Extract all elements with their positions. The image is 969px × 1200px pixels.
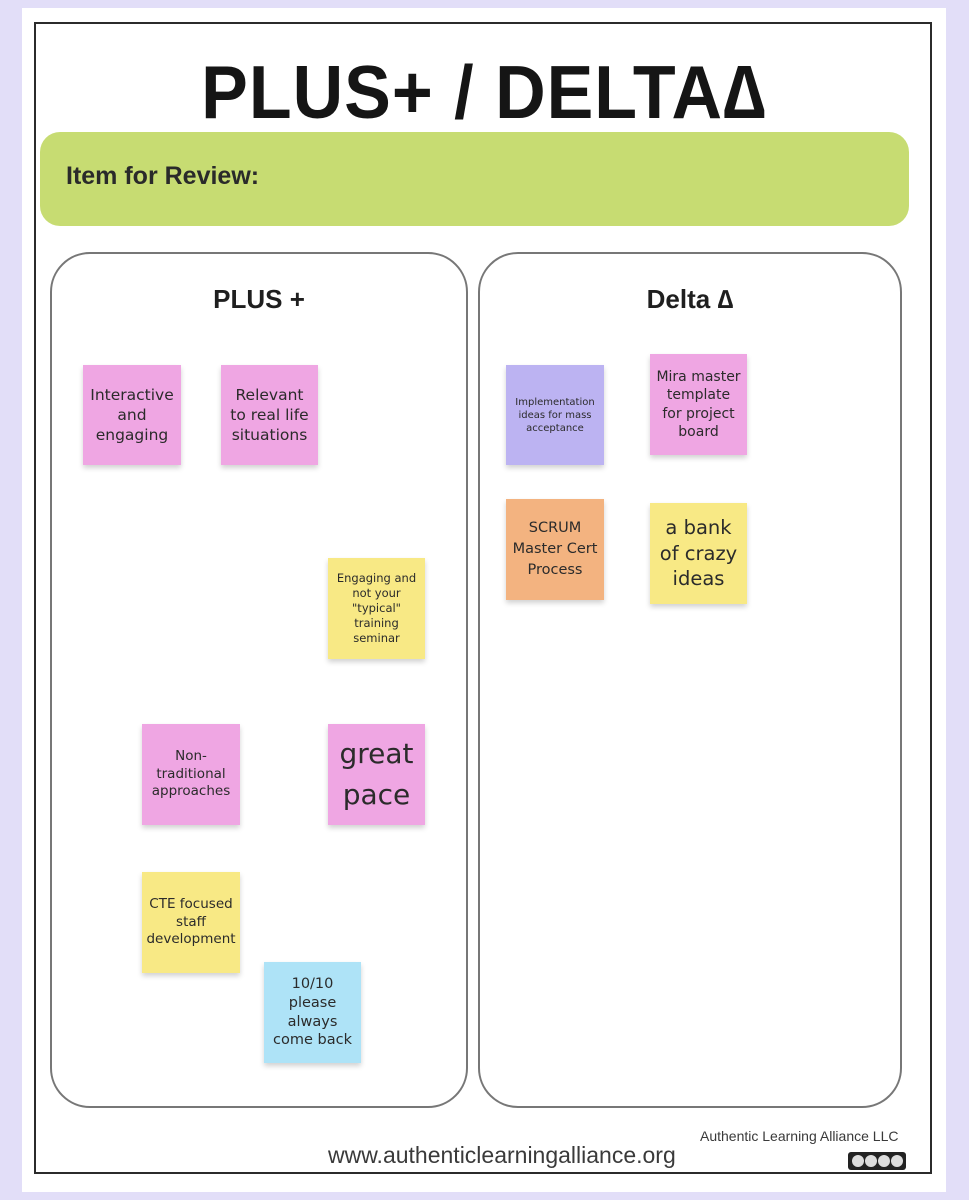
delta-column: Delta ∆ xyxy=(478,252,902,1108)
worksheet: PLUS+ / DELTA∆ Item for Review: PLUS + D… xyxy=(22,8,946,1192)
sticky-note[interactable]: Mira master template for project board xyxy=(650,354,747,455)
plus-heading: PLUS + xyxy=(213,284,305,314)
footer-org: Authentic Learning Alliance LLC xyxy=(700,1128,899,1144)
plus-column: PLUS + xyxy=(50,252,468,1108)
review-bar: Item for Review: xyxy=(40,132,909,226)
creative-commons-icon xyxy=(848,1152,906,1170)
page-title: PLUS+ / DELTA∆ xyxy=(201,49,767,135)
review-label: Item for Review: xyxy=(66,162,260,190)
sticky-note[interactable]: Interactive and engaging xyxy=(83,365,181,465)
sticky-note[interactable]: Engaging and not your "typical" training… xyxy=(328,558,425,659)
footer-url[interactable]: www.authenticlearningalliance.org xyxy=(328,1142,676,1168)
sticky-note[interactable]: Non-traditional approaches xyxy=(142,724,240,825)
sticky-note[interactable]: CTE focused staff development xyxy=(142,872,240,973)
sticky-note[interactable]: 10/10 please always come back xyxy=(264,962,361,1063)
sticky-note[interactable]: a bank of crazy ideas xyxy=(650,503,747,604)
sticky-note[interactable]: SCRUM Master Cert Process xyxy=(506,499,604,600)
sticky-note[interactable]: Relevant to real life situations xyxy=(221,365,318,465)
sticky-note[interactable]: great pace xyxy=(328,724,425,825)
sticky-note[interactable]: Implementation ideas for mass acceptance xyxy=(506,365,604,465)
worksheet-frame xyxy=(34,22,932,1174)
delta-heading: Delta ∆ xyxy=(646,284,734,314)
